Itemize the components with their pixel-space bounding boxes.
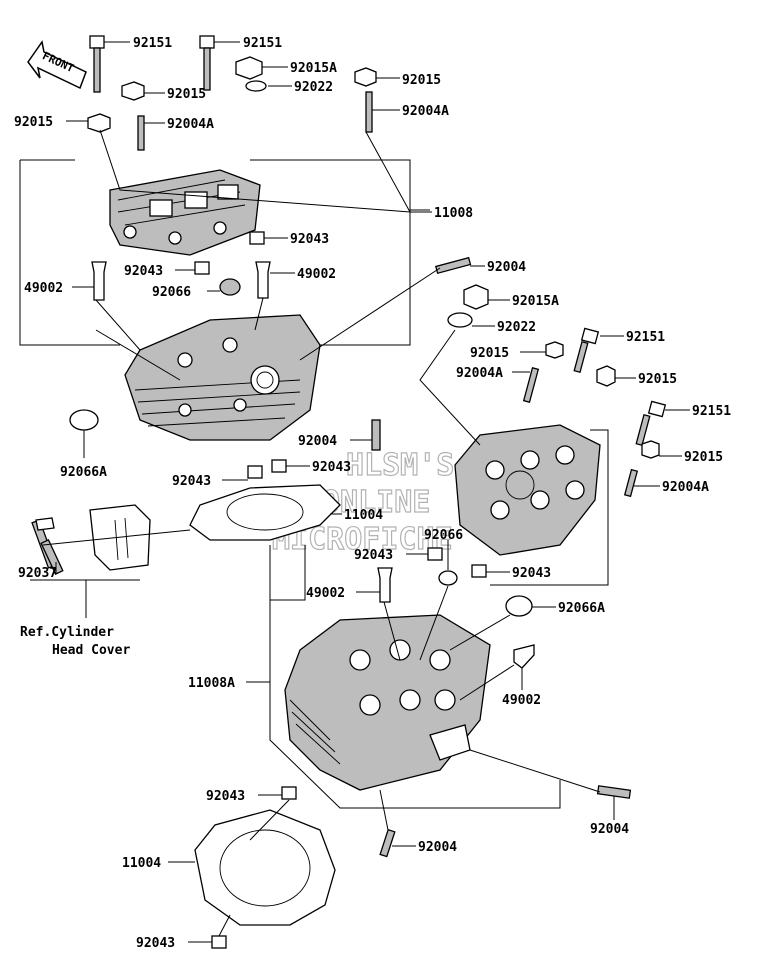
callout-11004-a: 11004 bbox=[344, 508, 383, 523]
callout-92066-b: 92066 bbox=[424, 528, 463, 543]
upper-head-gasket bbox=[189, 484, 341, 541]
callout-92015a-b: 92015A bbox=[512, 294, 559, 309]
callout-92015-f: 92015 bbox=[684, 450, 723, 465]
assembly-frame-upper bbox=[19, 159, 430, 346]
watermark-line-1: HLSM'S bbox=[346, 448, 454, 483]
callout-92022-a: 92022 bbox=[294, 80, 333, 95]
callout-92066-a: 92066 bbox=[152, 285, 191, 300]
callout-92015-b: 92015 bbox=[402, 73, 441, 88]
callout-92004-d: 92004 bbox=[418, 840, 457, 855]
callout-92004-c: 92004 bbox=[590, 822, 629, 837]
callout-49002-c: 49002 bbox=[306, 586, 345, 601]
callout-labels: 92151 92151 92015A 92015 92015 92022 920… bbox=[14, 36, 731, 951]
callout-92151-d: 92151 bbox=[692, 404, 731, 419]
callout-92022-b: 92022 bbox=[497, 320, 536, 335]
reference-note-line-1: Ref.Cylinder bbox=[20, 625, 114, 640]
callout-92043-e: 92043 bbox=[354, 548, 393, 563]
callout-92004a-c: 92004A bbox=[456, 366, 503, 381]
callout-92043-b: 92043 bbox=[124, 264, 163, 279]
callout-92043-c: 92043 bbox=[172, 474, 211, 489]
callout-92151-a: 92151 bbox=[133, 36, 172, 51]
callout-92066a-b: 92066A bbox=[558, 601, 605, 616]
callout-92015-d: 92015 bbox=[470, 346, 509, 361]
callout-92015-a: 92015 bbox=[167, 87, 206, 102]
reference-note-line-2: Head Cover bbox=[52, 643, 130, 658]
rear-cylinder-head bbox=[124, 314, 321, 441]
callout-92015-c: 92015 bbox=[14, 115, 53, 130]
callout-92004a-b: 92004A bbox=[402, 104, 449, 119]
callout-92066a-a: 92066A bbox=[60, 465, 107, 480]
callout-92004a-a: 92004A bbox=[167, 117, 214, 132]
callout-92151-c: 92151 bbox=[626, 330, 665, 345]
upper-cam-holder bbox=[109, 169, 261, 256]
callout-49002-b: 49002 bbox=[24, 281, 63, 296]
callout-92037: 92037 bbox=[18, 566, 57, 581]
callout-11008: 11008 bbox=[434, 206, 473, 221]
callout-92015-e: 92015 bbox=[638, 372, 677, 387]
lower-head-gasket bbox=[194, 809, 336, 926]
callout-11008a: 11008A bbox=[188, 676, 235, 691]
callout-92004-b: 92004 bbox=[298, 434, 337, 449]
callout-92043-g: 92043 bbox=[206, 789, 245, 804]
callout-92004-a: 92004 bbox=[487, 260, 526, 275]
callout-92043-h: 92043 bbox=[136, 936, 175, 951]
callout-92043-f: 92043 bbox=[512, 566, 551, 581]
callout-92043-d: 92043 bbox=[312, 460, 351, 475]
assembly-frame-lower bbox=[269, 429, 609, 809]
callout-49002-d: 49002 bbox=[502, 693, 541, 708]
callout-49002-a: 49002 bbox=[297, 267, 336, 282]
reference-note: Ref.Cylinder Head Cover bbox=[20, 625, 130, 658]
front-cylinder-head-top bbox=[454, 424, 601, 556]
callout-92015a-a: 92015A bbox=[290, 61, 337, 76]
callout-92151-b: 92151 bbox=[243, 36, 282, 51]
callout-92043-a: 92043 bbox=[290, 232, 329, 247]
front-cylinder-head bbox=[284, 614, 491, 791]
callout-11004-b: 11004 bbox=[122, 856, 161, 871]
front-arrow-icon: FRONT bbox=[27, 40, 87, 90]
leader-lines bbox=[30, 41, 690, 943]
callout-92004a-d: 92004A bbox=[662, 480, 709, 495]
fasteners bbox=[40, 35, 667, 949]
